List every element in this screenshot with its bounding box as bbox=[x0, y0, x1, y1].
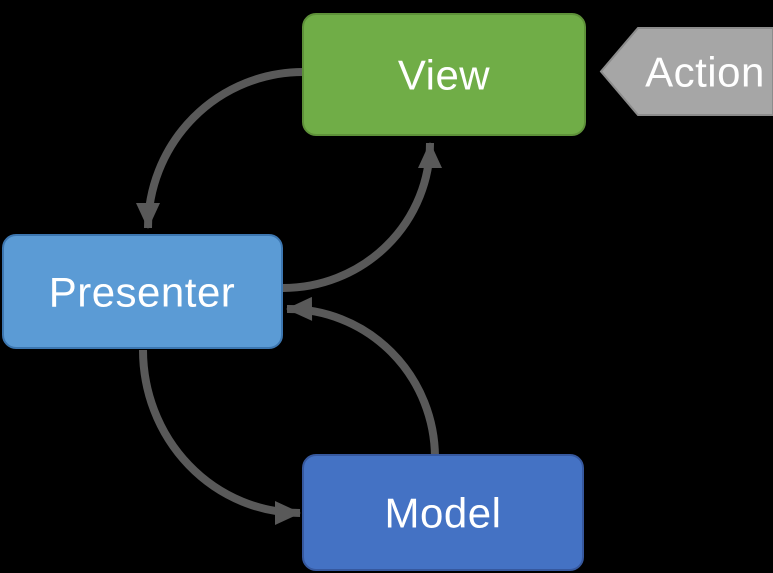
view-node: View bbox=[302, 13, 586, 136]
model-label: Model bbox=[385, 490, 502, 537]
presenter-node: Presenter bbox=[2, 234, 283, 349]
model-box bbox=[302, 454, 584, 571]
action-chevron-shape bbox=[599, 27, 773, 116]
arrow-model-to-presenter bbox=[286, 296, 439, 458]
model-node: Model bbox=[302, 454, 584, 571]
connector-arrows bbox=[136, 68, 442, 525]
arrow-presenter-to-view bbox=[282, 142, 442, 292]
view-box bbox=[302, 13, 586, 136]
presenter-label: Presenter bbox=[49, 269, 236, 316]
arrow-presenter-to-model bbox=[139, 349, 301, 525]
view-label: View bbox=[398, 52, 490, 99]
arrow-view-to-presenter bbox=[136, 68, 304, 229]
action-node: Action bbox=[599, 27, 773, 116]
action-label: Action bbox=[645, 49, 765, 96]
presenter-box bbox=[2, 234, 283, 349]
